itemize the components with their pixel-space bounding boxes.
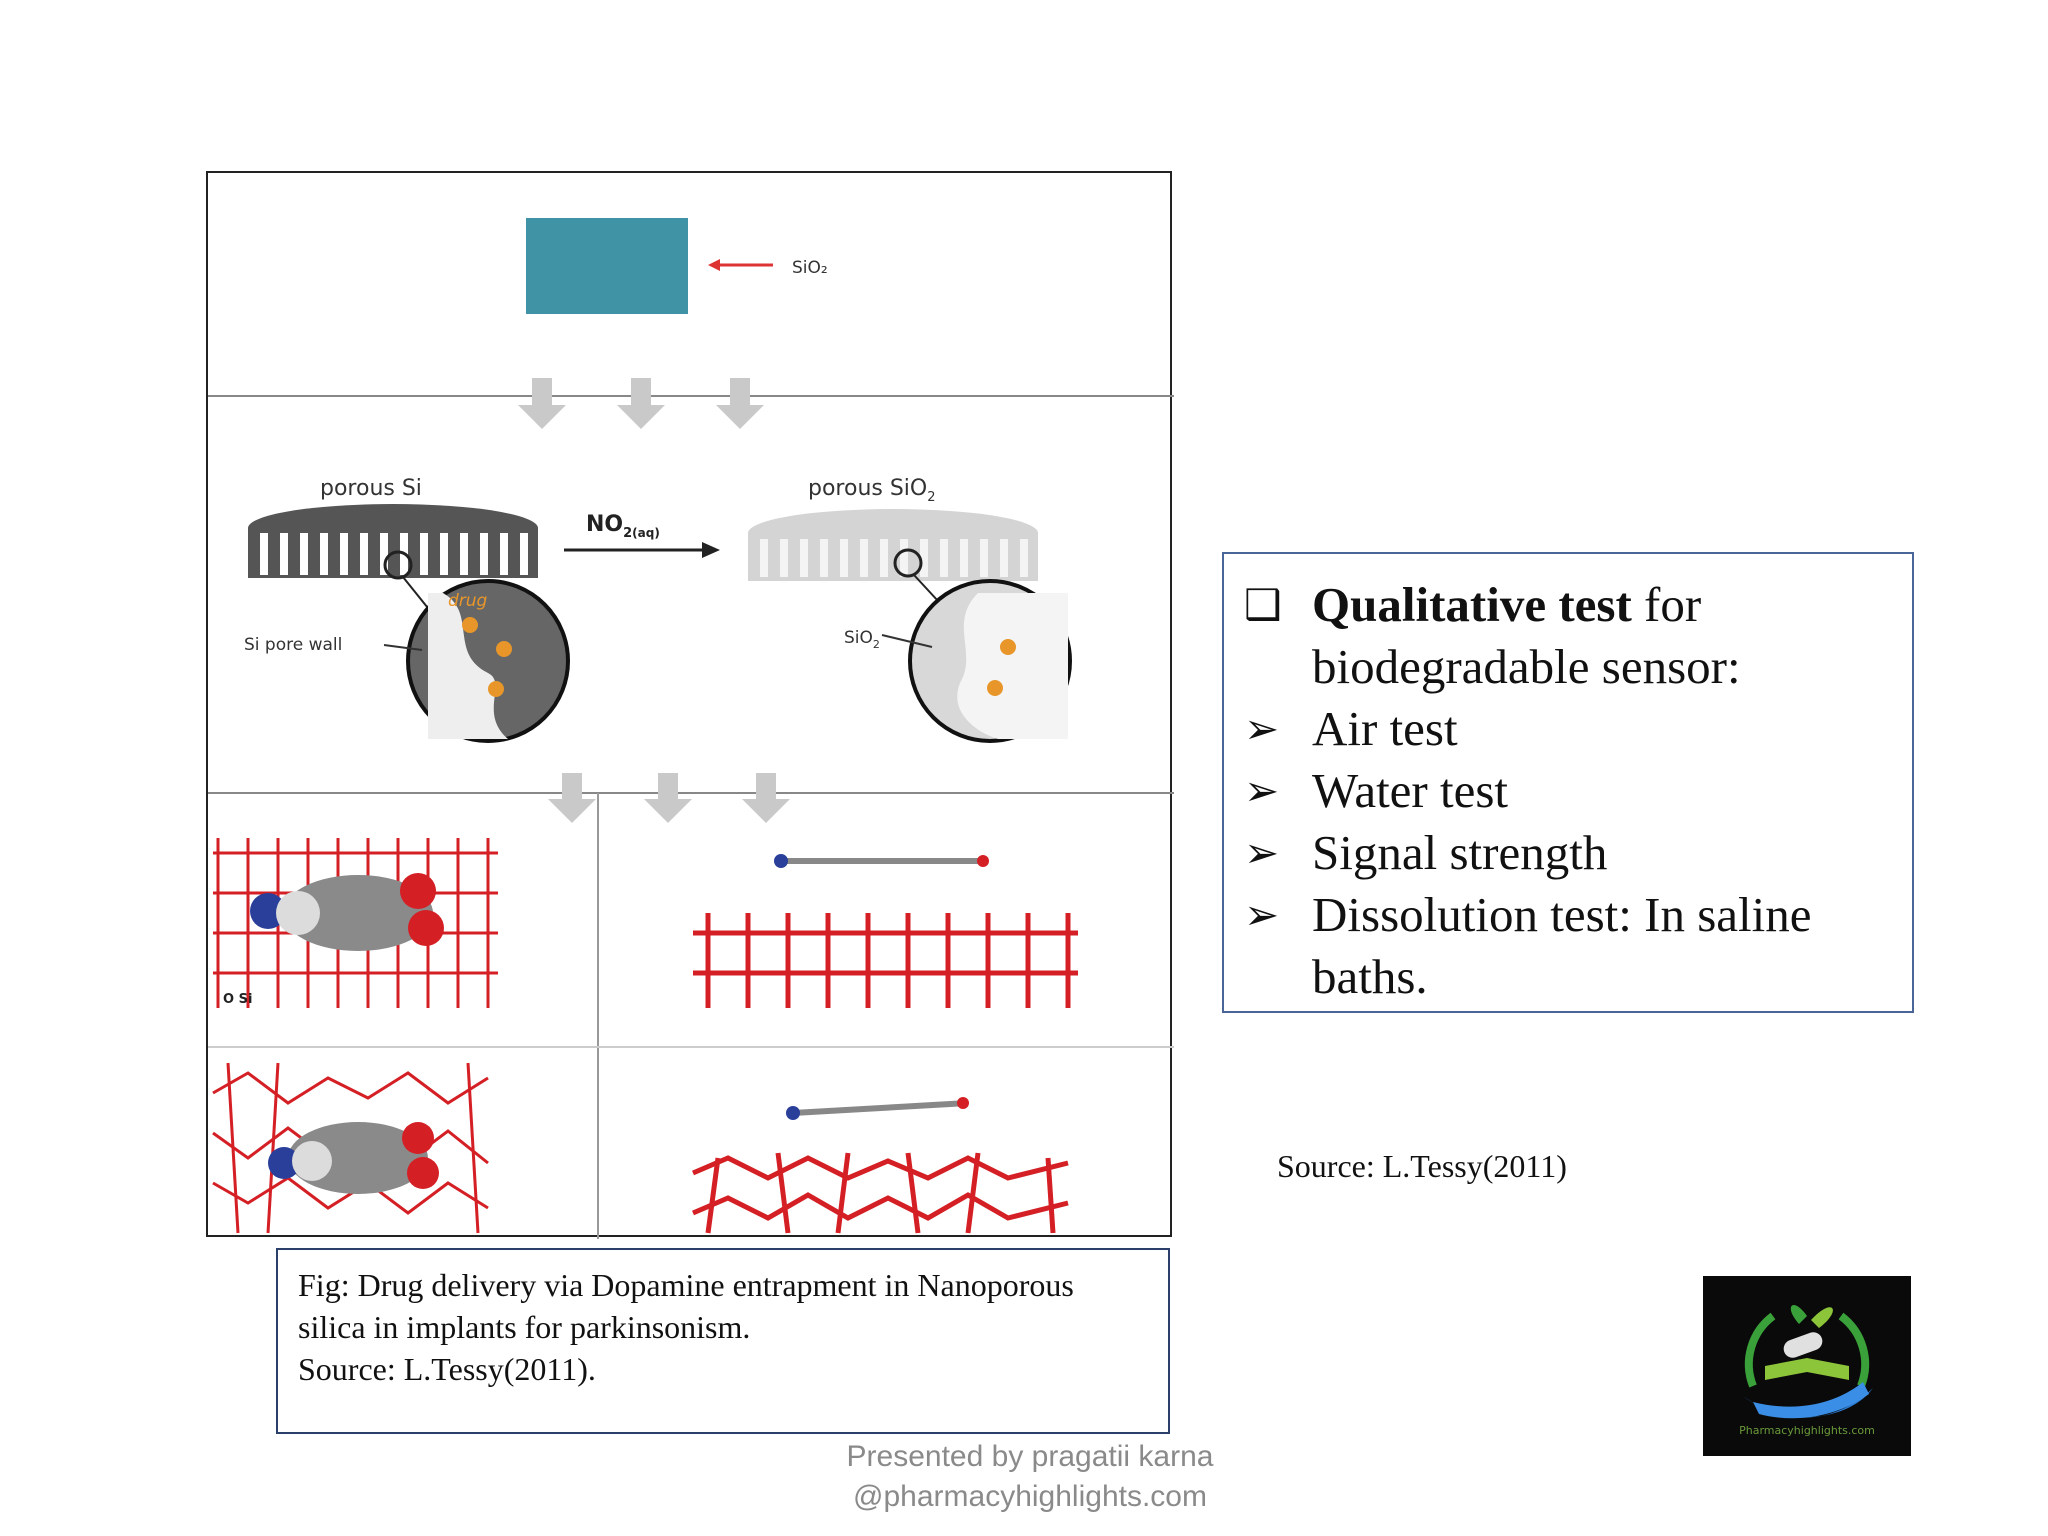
logo-graphic — [1743, 1304, 1873, 1419]
tests-heading: ❑ Qualitative test for — [1244, 574, 1894, 636]
arrowhead-bullet-icon: ➢ — [1244, 704, 1280, 753]
down-arrows-1 — [518, 378, 764, 429]
sio2-pore-circle — [908, 579, 1072, 743]
logo-text: Pharmacyhighlights.com — [1739, 1424, 1875, 1437]
test-item-label: Water test — [1312, 763, 1509, 818]
arrowhead-bullet-icon: ➢ — [1244, 766, 1280, 815]
arrowhead-bullet-icon: ➢ — [1244, 828, 1280, 877]
list-item: ➢ Water test — [1244, 760, 1894, 822]
label-si-pore-wall: Si pore wall — [244, 635, 342, 655]
list-item: ➢ Dissolution test: In saline — [1244, 884, 1894, 946]
caption-line-3: Source: L.Tessy(2011). — [298, 1351, 596, 1387]
caption-line-1: Fig: Drug delivery via Dopamine entrapme… — [298, 1267, 1074, 1303]
tests-heading-bold: Qualitative test — [1312, 577, 1632, 632]
label-no2: NO2(aq) — [586, 512, 660, 541]
porous-sio2-disk — [748, 509, 1038, 581]
arrowhead-bullet-icon: ➢ — [1244, 890, 1280, 939]
footer-line-2: @pharmacyhighlights.com — [853, 1480, 1207, 1513]
list-item: ➢ Air test — [1244, 698, 1894, 760]
molecule-slab-bottom-right — [692, 1097, 1069, 1234]
silica-lattice-bottom-left — [212, 1062, 489, 1234]
qualitative-test-box: ❑ Qualitative test for biodegradable sen… — [1222, 552, 1914, 1013]
label-sio2-top: SiO₂ — [792, 258, 828, 278]
sio2-block — [526, 218, 688, 314]
si-pore-circle — [406, 579, 570, 743]
test-item-label: Air test — [1312, 701, 1458, 756]
figure-caption: Fig: Drug delivery via Dopamine entrapme… — [276, 1248, 1170, 1434]
label-porous-si: porous Si — [320, 476, 422, 501]
caption-line-2: silica in implants for parkinsonism. — [298, 1309, 751, 1345]
tests-heading-rest: for — [1631, 577, 1702, 632]
brand-logo: Pharmacyhighlights.com — [1703, 1276, 1911, 1456]
molecule-slab-top-right — [693, 854, 1078, 1008]
list-item: ➢ Signal strength — [1244, 822, 1894, 884]
presenter-footer: Presented by pragatii karna @pharmacyhig… — [800, 1437, 1260, 1517]
label-drug: drug — [448, 591, 488, 611]
figure-illustration: SiO₂ porous Si — [208, 218, 1174, 1239]
tests-heading-line-2: biodegradable sensor: — [1312, 639, 1741, 694]
silica-lattice-top-left: O Si — [213, 838, 498, 1008]
test-item-label: Signal strength — [1312, 825, 1608, 880]
porous-si-disk — [248, 504, 538, 578]
square-checkbox-icon: ❑ — [1244, 580, 1282, 629]
down-arrows-2 — [548, 773, 790, 823]
label-o-si: O Si — [223, 992, 252, 1007]
label-sio2-circle: SiO2 — [844, 628, 880, 651]
footer-line-1: Presented by pragatii karna — [846, 1440, 1214, 1473]
source-citation: Source: L.Tessy(2011) — [1277, 1148, 1567, 1184]
figure-panel: SiO₂ porous Si — [206, 171, 1174, 1239]
label-porous-sio2: porous SiO2 — [808, 476, 936, 505]
test-item-continuation: baths. — [1312, 949, 1428, 1004]
test-item-label: Dissolution test: In saline — [1312, 887, 1812, 942]
